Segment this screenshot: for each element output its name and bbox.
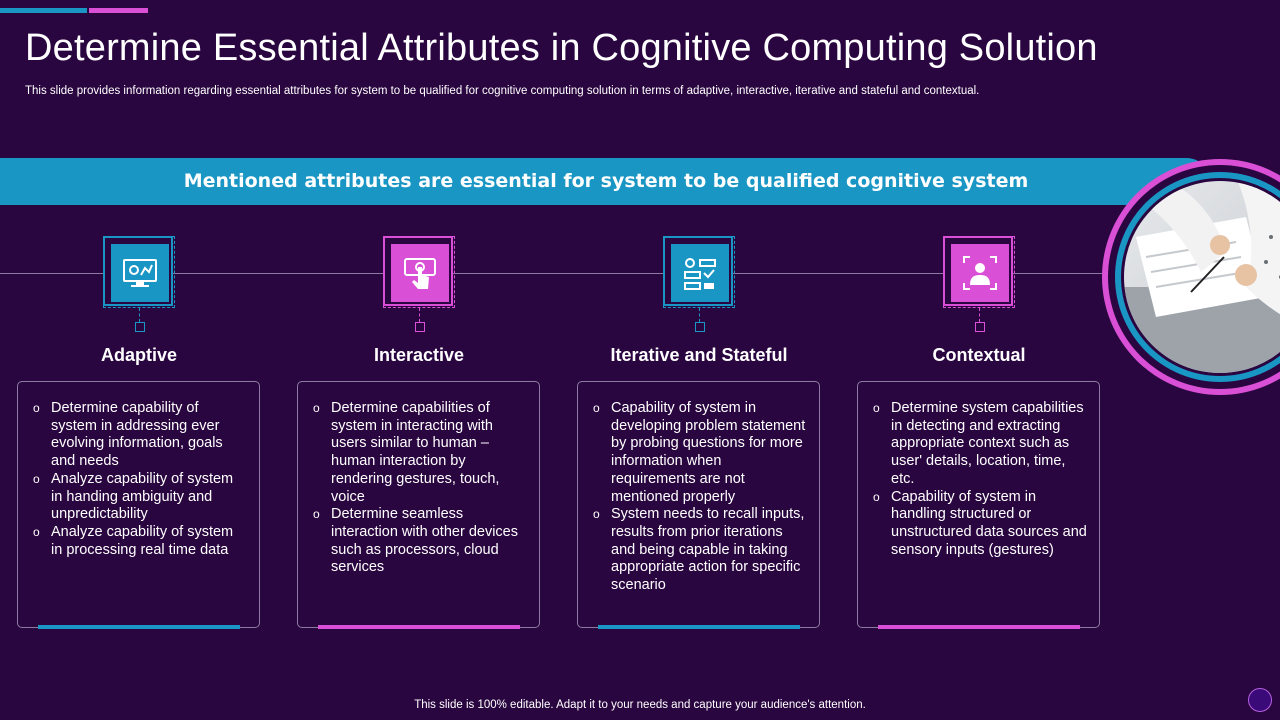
bullet-icon: o xyxy=(873,401,880,415)
footer-note: This slide is 100% editable. Adapt it to… xyxy=(414,699,866,711)
bullet-icon: o xyxy=(33,401,40,415)
list-item: o Analyze capability of system in process… xyxy=(33,523,247,559)
contextual-icon-frame xyxy=(943,236,1015,308)
adaptive-title: Adaptive xyxy=(100,345,178,365)
connector-node xyxy=(975,322,985,332)
meeting-photo xyxy=(1096,157,1280,397)
banner xyxy=(0,158,1210,205)
monitor-gear-icon xyxy=(111,244,169,302)
contextual-title: Contextual xyxy=(932,345,1026,365)
bullet-icon: o xyxy=(593,507,600,522)
touch-screen-icon-glyph xyxy=(404,258,436,289)
icon-stem xyxy=(699,308,700,322)
iterative-title: Iterative and Stateful xyxy=(610,345,788,365)
banner-text: Mentioned attributes are essential for s… xyxy=(183,170,1029,192)
list-item: o Capability of system in developing prob… xyxy=(593,400,807,506)
page-title: Determine Essential Attributes in Cognit… xyxy=(25,27,1098,69)
icon-stem xyxy=(139,308,140,322)
card-accent-bar xyxy=(38,625,240,629)
bullet-icon: o xyxy=(873,489,880,504)
card-accent-bar xyxy=(598,625,800,629)
list-item: o Determine capabilities of system in int… xyxy=(313,400,527,506)
list-item: o System needs to recall inputs, results … xyxy=(593,506,807,595)
point-text: Analyze capability of system in handing … xyxy=(51,470,234,523)
point-text: Capability of system in handling structu… xyxy=(891,488,1087,558)
bullet-icon: o xyxy=(313,507,320,522)
adaptive-points: o Determine capability of system in addre… xyxy=(18,382,259,559)
point-text: System needs to recall inputs, results f… xyxy=(611,506,805,594)
list-item: o Determine system capabilities in detect… xyxy=(873,400,1087,489)
icon-stem xyxy=(419,308,420,322)
user-focus-icon xyxy=(951,244,1009,302)
icon-border xyxy=(383,236,453,306)
point-text: Determine capabilities of system in inte… xyxy=(331,400,500,505)
photo-illustration xyxy=(1102,159,1280,395)
connector-node xyxy=(415,322,425,332)
adaptive-card: o Determine capability of system in addre… xyxy=(17,381,260,629)
point-text: Analyze capability of system in processi… xyxy=(51,523,234,558)
list-item: o Analyze capability of system in handing… xyxy=(33,470,247,524)
icon-border xyxy=(663,236,733,306)
contextual-points: o Determine system capabilities in detect… xyxy=(858,382,1099,559)
bullet-icon: o xyxy=(33,471,40,486)
point-text: Determine seamless interaction with othe… xyxy=(331,506,518,576)
bullet-icon: o xyxy=(313,401,320,415)
list-item: o Capability of system in handling struct… xyxy=(873,488,1087,560)
user-focus-icon-glyph xyxy=(963,256,997,290)
connector-line xyxy=(0,273,1115,274)
interactive-card: o Determine capabilities of system in int… xyxy=(297,381,540,629)
icon-stem xyxy=(979,308,980,322)
accent-bar-pink xyxy=(89,8,148,13)
adaptive-icon-frame xyxy=(103,236,175,308)
workflow-icon xyxy=(671,244,729,302)
slide-logo-icon xyxy=(1248,688,1272,712)
connector-node xyxy=(135,322,145,332)
point-text: Determine system capabilities in detecti… xyxy=(891,400,1084,487)
icon-border xyxy=(943,236,1013,306)
interactive-icon-frame xyxy=(383,236,455,308)
card-accent-bar xyxy=(318,625,520,629)
list-item: o Determine seamless interaction with oth… xyxy=(313,506,527,577)
monitor-gear-icon-glyph xyxy=(123,259,157,287)
point-text: Determine capability of system in addres… xyxy=(51,400,223,470)
bullet-icon: o xyxy=(593,401,600,415)
contextual-card: o Determine system capabilities in detect… xyxy=(857,381,1100,629)
accent-bar-blue xyxy=(0,8,87,13)
bullet-icon: o xyxy=(33,524,40,539)
connector-node xyxy=(695,322,705,332)
page-subtitle: This slide provides information regardin… xyxy=(25,85,980,97)
workflow-icon-glyph xyxy=(684,258,716,290)
icon-border xyxy=(103,236,173,306)
interactive-title: Interactive xyxy=(373,345,465,365)
touch-screen-icon xyxy=(391,244,449,302)
iterative-points: o Capability of system in developing prob… xyxy=(578,382,819,595)
interactive-points: o Determine capabilities of system in int… xyxy=(298,382,539,577)
point-text: Capability of system in developing probl… xyxy=(611,400,806,505)
iterative-icon-frame xyxy=(663,236,735,308)
list-item: o Determine capability of system in addre… xyxy=(33,400,247,471)
iterative-card: o Capability of system in developing prob… xyxy=(577,381,820,629)
card-accent-bar xyxy=(878,625,1080,629)
